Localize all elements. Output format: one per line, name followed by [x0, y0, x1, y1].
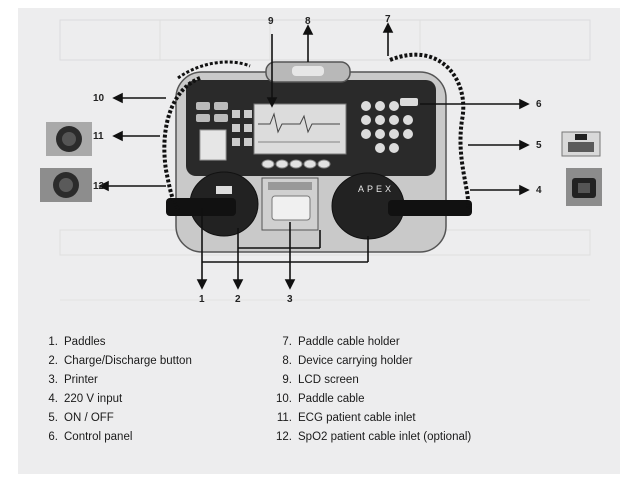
defibrillator-device [162, 52, 472, 253]
callout-2: 2 [235, 294, 241, 305]
leader-lines [98, 22, 530, 290]
legend-item: 9. LCD screen [272, 371, 471, 390]
ecg-cable-inlet-photo [46, 122, 92, 156]
legend-left: 1. Paddles 2. Charge/Discharge button 3. Pr… [38, 333, 192, 447]
legend-number: 3. [48, 374, 58, 386]
legend-right: 7. Paddle cable holder 8. Device carrying … [272, 333, 471, 447]
legend-label: Control panel [64, 431, 133, 443]
legend-label: 220 V input [64, 393, 123, 405]
legend-number: 12. [276, 431, 292, 443]
legend-label: Paddles [64, 336, 106, 348]
legend-number: 10. [276, 393, 292, 405]
callout-12: 12 [93, 181, 105, 192]
legend-item: 6. Control panel [38, 428, 192, 447]
legend-item: 8. Device carrying holder [272, 352, 471, 371]
legend-label: Charge/Discharge button [64, 355, 192, 367]
left-paddle [166, 171, 259, 237]
legend-number: 2. [48, 355, 58, 367]
callout-6: 6 [536, 99, 542, 110]
callout-4: 4 [536, 185, 542, 196]
left-button-panel [196, 102, 252, 161]
screen-softkeys [261, 159, 331, 169]
coiled-paddle-cables [162, 52, 471, 212]
power-inlet-photo [566, 168, 602, 206]
callout-10: 10 [93, 93, 105, 104]
device-brand-label: APEX [358, 184, 395, 194]
legend-label: SpO2 patient cable inlet (optional) [298, 431, 472, 443]
legend-item: 12. SpO2 patient cable inlet (optional) [272, 428, 471, 447]
legend-label: ON / OFF [64, 412, 114, 424]
legend-label: Paddle cable [298, 393, 365, 405]
background-table-ghost [59, 19, 591, 301]
lcd-screen [253, 103, 347, 155]
legend-item: 5. ON / OFF [38, 409, 192, 428]
callout-3: 3 [287, 294, 293, 305]
callout-5: 5 [536, 140, 542, 151]
legend-number: 5. [48, 412, 58, 424]
legend-item: 11. ECG patient cable inlet [272, 409, 471, 428]
legend-item: 2. Charge/Discharge button [38, 352, 192, 371]
on-off-switch-photo [561, 131, 601, 157]
legend-number: 9. [282, 374, 292, 386]
legend-number: 6. [48, 431, 58, 443]
control-panel [361, 98, 418, 153]
legend-item: 4. 220 V input [38, 390, 192, 409]
callout-9: 9 [268, 16, 274, 27]
legend-label: LCD screen [298, 374, 359, 386]
legend-item: 3. Printer [38, 371, 192, 390]
printer [261, 177, 319, 231]
legend-number: 11. [276, 412, 292, 424]
legend-label: Device carrying holder [298, 355, 413, 367]
callout-8: 8 [305, 16, 311, 27]
legend-label: ECG patient cable inlet [298, 412, 416, 424]
spo2-cable-inlet-photo [40, 168, 92, 202]
legend-item: 1. Paddles [38, 333, 192, 352]
legend-number: 1. [48, 336, 58, 348]
legend-item: 10. Paddle cable [272, 390, 471, 409]
legend-label: Printer [64, 374, 98, 386]
callout-7: 7 [385, 14, 391, 25]
legend-number: 7. [282, 336, 292, 348]
legend-item: 7. Paddle cable holder [272, 333, 471, 352]
legend-number: 4. [48, 393, 58, 405]
right-paddle [331, 172, 472, 240]
callout-11: 11 [93, 131, 104, 142]
legend-number: 8. [282, 355, 292, 367]
callout-1: 1 [199, 294, 205, 305]
legend-label: Paddle cable holder [298, 336, 400, 348]
